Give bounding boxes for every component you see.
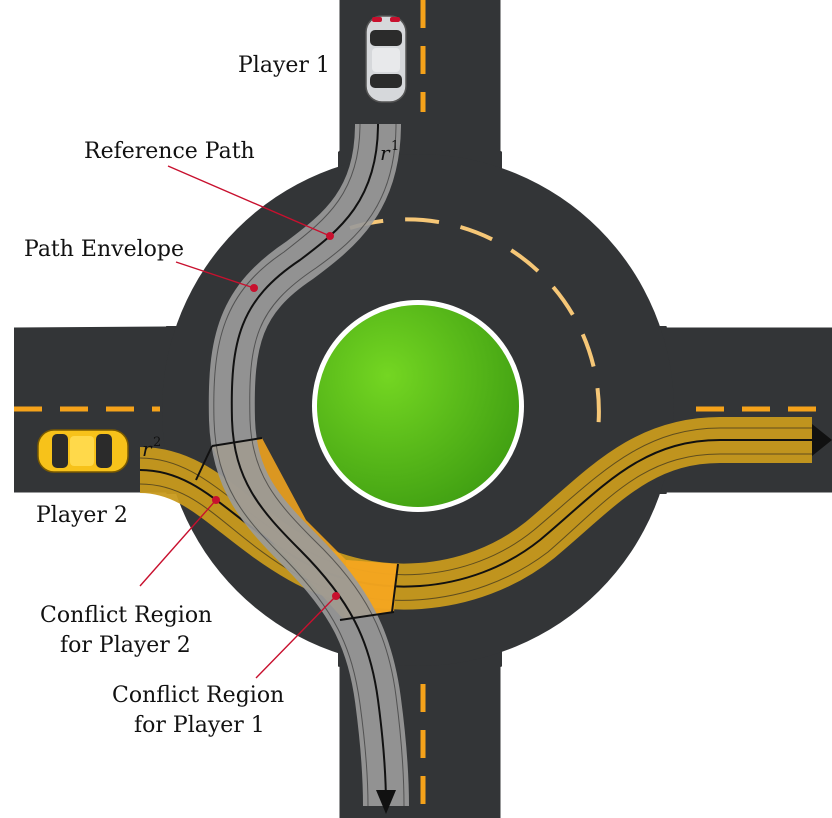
- path-envelope-leader: [175, 261, 255, 289]
- r2-symbol: r: [142, 437, 153, 461]
- conflict-p1-leader: [255, 595, 337, 679]
- player2-label: Player 2: [36, 503, 128, 528]
- annotation-dots: [212, 232, 340, 600]
- r1-symbol: r: [380, 141, 391, 165]
- conflict-p1-label-line2: for Player 1: [134, 713, 265, 738]
- r2-superscript: 2: [153, 435, 161, 450]
- player1-label: Player 1: [238, 53, 330, 78]
- r1-superscript: 1: [391, 139, 399, 154]
- player1-reference-path: [230, 123, 387, 807]
- player1-arrow-icon: [376, 790, 396, 814]
- conflict-p2-label-line1: Conflict Region: [40, 603, 212, 628]
- player2-arrow-icon: [812, 424, 832, 456]
- player1-path-envelope: [195, 123, 409, 814]
- player2-path-envelope: [138, 417, 832, 610]
- path-envelope-label: Path Envelope: [24, 237, 184, 262]
- reference-path-label: Reference Path: [84, 139, 255, 164]
- player1-car-icon: [365, 15, 407, 103]
- annotation-lines: [139, 165, 337, 679]
- player2-reference-path: [139, 439, 816, 588]
- conflict-p2-label-line2: for Player 2: [60, 633, 191, 658]
- lane-markings: [14, 0, 832, 818]
- central-island: [312, 300, 524, 512]
- curb-bottom-left: [14, 492, 340, 818]
- reference-path-leader: [167, 165, 331, 237]
- conflict-p1-label-line1: Conflict Region: [112, 683, 284, 708]
- player2-car-icon: [37, 429, 129, 473]
- curb-top-right: [500, 0, 832, 328]
- curb-bottom-right: [500, 492, 832, 818]
- lane-mark-ring: [349, 217, 601, 431]
- curb-top-left: [13, 0, 340, 328]
- conflict-p2-leader: [139, 499, 217, 587]
